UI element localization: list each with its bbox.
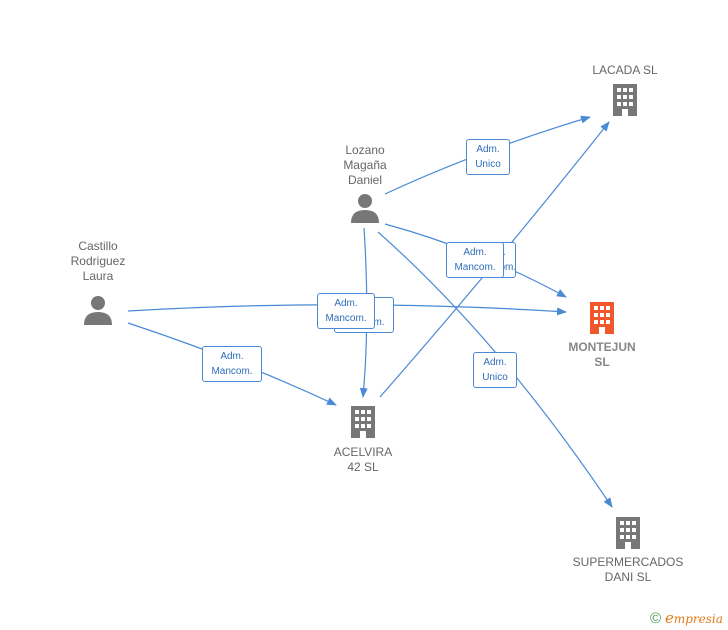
- edge-label-lozano-lacada[interactable]: Adm. Unico: [466, 139, 510, 175]
- node-lozano[interactable]: Lozano Magaña Daniel: [325, 143, 405, 224]
- person-icon: [351, 194, 379, 223]
- edge-label-lozano-supermercados[interactable]: Adm. Unico: [473, 352, 517, 388]
- building-icon: [590, 302, 614, 334]
- node-supermercados-name: SUPERMERCADOS DANI SL: [572, 555, 684, 584]
- copyright-symbol: ©: [650, 610, 662, 627]
- footer-brand[interactable]: © empresia: [650, 609, 723, 627]
- node-acelvira[interactable]: ACELVIRA 42 SL: [313, 405, 413, 475]
- building-icon: [616, 517, 640, 549]
- node-supermercados[interactable]: SUPERMERCADOS DANI SL: [568, 516, 688, 585]
- node-lacada[interactable]: LACADA SL: [575, 63, 675, 117]
- node-lozano-name: Lozano Magaña Daniel: [343, 143, 387, 187]
- node-montejun[interactable]: MONTEJUN SL: [552, 301, 652, 370]
- brand-logo: empresia: [664, 609, 723, 627]
- edge-label-lozano-montejun[interactable]: Adm. Mancom.: [446, 242, 504, 278]
- edge-label-castillo-acelvira[interactable]: Adm. Mancom.: [202, 346, 262, 382]
- node-montejun-name: MONTEJUN SL: [568, 340, 636, 369]
- node-lacada-name: LACADA SL: [592, 63, 658, 77]
- building-icon: [613, 84, 637, 116]
- edge-label-castillo-montejun[interactable]: Adm. Mancom.: [317, 293, 375, 329]
- node-acelvira-name: ACELVIRA 42 SL: [333, 445, 393, 474]
- building-icon: [351, 406, 375, 438]
- node-castillo-name: Castillo Rodriguez Laura: [70, 239, 126, 283]
- node-castillo[interactable]: Castillo Rodriguez Laura: [58, 239, 138, 326]
- person-icon: [84, 296, 112, 325]
